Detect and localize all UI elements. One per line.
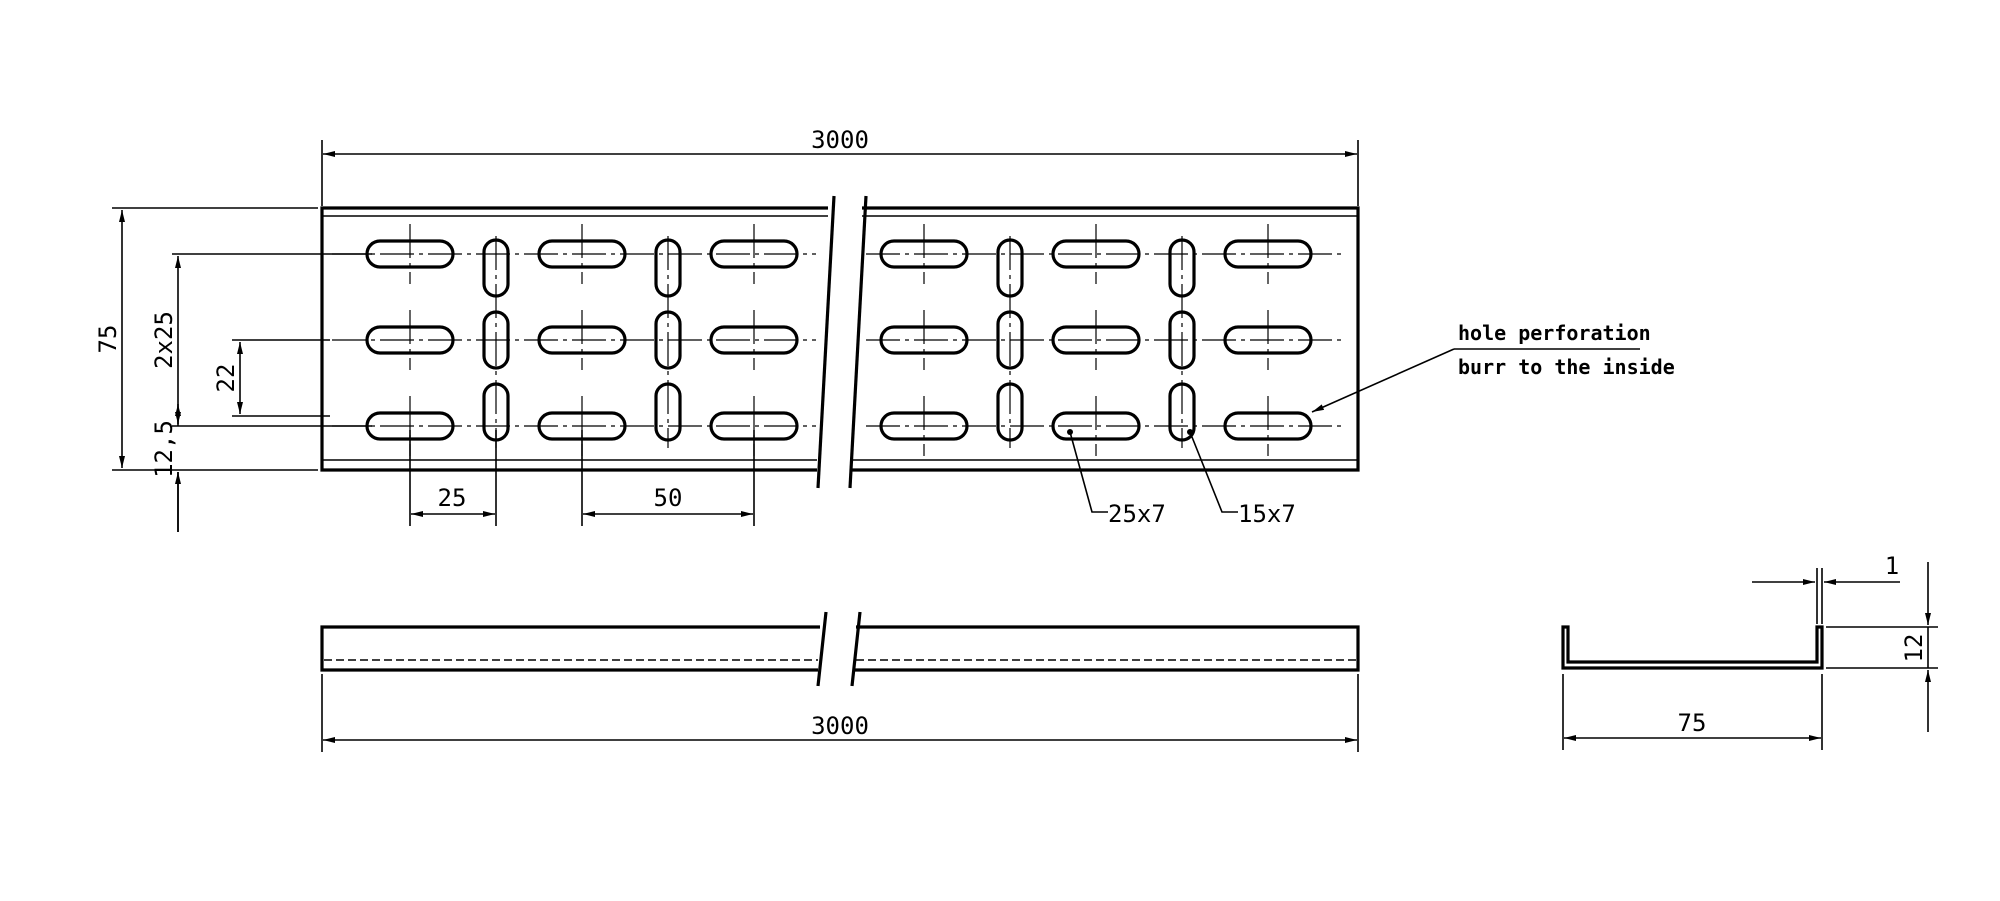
dimension-bottom-length: 3000 — [321, 674, 1359, 752]
short-slot — [1168, 382, 1196, 442]
dimension-row-spacing: 2x25 — [150, 253, 372, 427]
dimension-section-height: 12 — [1826, 562, 1938, 732]
dimension-height: 75 — [94, 207, 318, 471]
edge-offset-label: 12,5 — [150, 420, 178, 478]
pitch-large-label: 50 — [654, 484, 683, 512]
thickness-label: 1 — [1885, 552, 1899, 580]
short-slot — [482, 238, 510, 298]
short-slot — [654, 310, 682, 370]
dimension-edge-offset: 12,5 — [150, 404, 181, 532]
short-slot — [996, 238, 1024, 298]
section-height-label: 12 — [1900, 634, 1928, 663]
note-line-2: burr to the inside — [1458, 355, 1675, 379]
dimension-pitch-large: 50 — [581, 430, 755, 526]
dimension-slot-spacing: 22 — [212, 339, 330, 417]
height-label: 75 — [94, 325, 122, 354]
short-slot-label: 15x7 — [1238, 500, 1296, 528]
row-spacing-label: 2x25 — [150, 311, 178, 369]
dimension-pitch-small: 25 — [409, 430, 497, 526]
top-length-label: 3000 — [811, 126, 869, 154]
slot-pattern — [365, 224, 1313, 456]
break-line-right — [848, 195, 868, 489]
slot-spacing-label: 22 — [212, 364, 240, 393]
short-slot — [996, 382, 1024, 442]
short-slot — [654, 382, 682, 442]
dimension-top-length: 3000 — [321, 126, 1359, 206]
section-width-label: 75 — [1678, 709, 1707, 737]
break-line-left — [816, 195, 836, 489]
side-view — [320, 611, 1360, 687]
long-slot-label: 25x7 — [1108, 500, 1166, 528]
bottom-length-label: 3000 — [811, 712, 869, 740]
short-slot — [1168, 238, 1196, 298]
note-line-1: hole perforation — [1458, 321, 1651, 345]
short-slot — [654, 238, 682, 298]
short-slot — [482, 310, 510, 370]
perforation-note: hole perforation burr to the inside — [1311, 321, 1675, 413]
pitch-small-label: 25 — [438, 484, 467, 512]
short-slot — [1168, 310, 1196, 370]
callout-long-slot: 25x7 — [1067, 429, 1166, 528]
dimension-section-width: 75 — [1562, 674, 1823, 750]
short-slot — [996, 310, 1024, 370]
cross-section — [1561, 625, 1824, 670]
plan-view — [320, 195, 1360, 489]
dimension-thickness: 1 — [1752, 552, 1900, 624]
callout-short-slot: 15x7 — [1187, 429, 1296, 528]
